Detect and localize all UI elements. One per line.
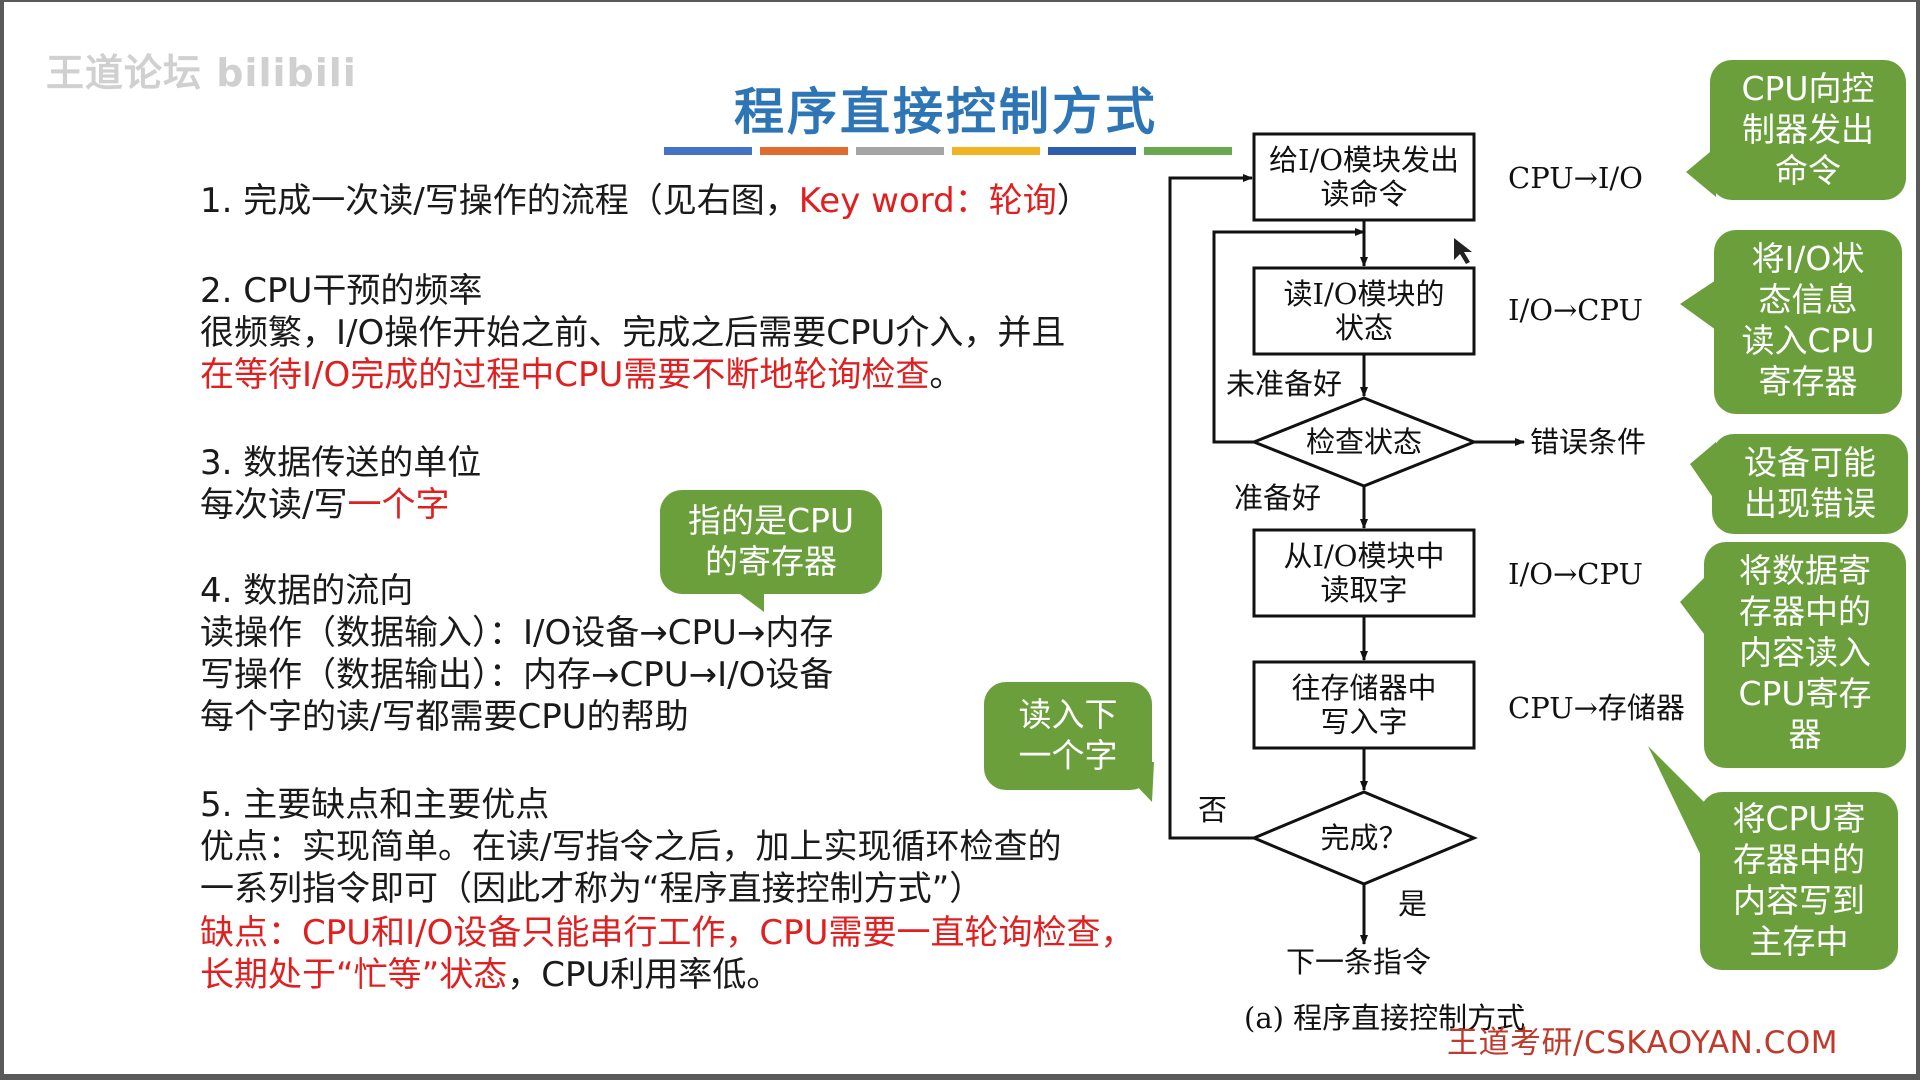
bubble-b2-line-4: 寄存器 <box>1758 362 1858 401</box>
point-5-dis-text-2: 长期处于“忙等”状态 <box>200 955 508 995</box>
point-1-close: ） <box>1056 181 1091 221</box>
point-5-disadvantage-2: 长期处于“忙等”状态，CPU利用率低。 <box>200 954 780 996</box>
point-5-advantage-1: 优点：实现简单。在读/写指令之后，加上实现循环检查的 <box>200 827 1062 867</box>
flowchart: 给I/O模块发出 读命令 读I/O模块的 状态 检查状态 从I/O模块中 读取字… <box>1168 132 1685 1035</box>
bubble-b4-line-5: 器 <box>1788 715 1822 754</box>
bubble-b2-line-3: 读入CPU <box>1741 321 1875 360</box>
point-3-heading: 3. 数据传送的单位 <box>200 443 482 483</box>
tail-b1 <box>1686 147 1716 197</box>
tail-b3 <box>1690 442 1716 502</box>
bubble-read-next-line-2: 一个字 <box>1018 736 1118 775</box>
bubble-cpu-register: 指的是CPU 的寄存器 <box>660 490 882 594</box>
bubble-b5-line-4: 主存中 <box>1749 922 1849 961</box>
flow-box-4-line-1: 往存储器中 <box>1291 671 1436 705</box>
color-bar-segment <box>952 147 1040 155</box>
footer-site: 王道考研/CSKAOYAN.COM <box>1447 1025 1838 1061</box>
tail-b4 <box>1680 572 1710 642</box>
point-5-disadvantage-1: 缺点：CPU和I/O设备只能串行工作，CPU需要一直轮询检查， <box>200 912 1135 954</box>
bubble-b1-line-1: CPU向控 <box>1741 69 1875 108</box>
watermark: 王道论坛 bilibili <box>46 51 357 95</box>
flow-box-read-word <box>1252 528 1476 618</box>
label-ready: 准备好 <box>1234 481 1321 515</box>
bubble-b1-line-2: 制器发出 <box>1742 110 1874 149</box>
slide: 王道论坛 bilibili 程序直接控制方式 1. 完成一次读/写操作的流程（见… <box>4 2 1916 1074</box>
flow-box-2-line-2: 状态 <box>1335 311 1393 345</box>
bubble-b4-line-2: 存器中的 <box>1739 592 1871 631</box>
point-3-line: 每次读/写一个字 <box>200 484 449 526</box>
bubble-b2-line-2: 态信息 <box>1758 280 1858 319</box>
label-no: 否 <box>1198 793 1227 827</box>
bubble-b5-line-1: 将CPU寄 <box>1732 799 1866 838</box>
flow-box-3-line-1: 从I/O模块中 <box>1283 539 1444 573</box>
bubble-read-next-word: 读入下 一个字 <box>984 682 1152 790</box>
bubble-write-memory: 将CPU寄 存器中的 内容写到 主存中 <box>1700 792 1898 970</box>
bubble-b4-line-4: CPU寄存 <box>1738 674 1872 713</box>
bubble-b1-line-3: 命令 <box>1775 151 1841 190</box>
bubble-data-register: 将数据寄 存器中的 内容读入 CPU寄存 器 <box>1704 542 1906 768</box>
side-label-4: CPU→存储器 <box>1508 691 1685 725</box>
label-yes: 是 <box>1398 887 1427 921</box>
bubble-cpu-register-line-1: 指的是CPU <box>687 501 855 540</box>
point-4-read: 读操作（数据输入）：I/O设备→CPU→内存 <box>200 613 834 653</box>
point-1: 1. 完成一次读/写操作的流程（见右图，Key word：轮询） <box>200 180 1091 222</box>
label-error-condition: 错误条件 <box>1530 425 1646 459</box>
mouse-cursor-icon <box>1454 238 1472 264</box>
point-1-keyword: Key word：轮询 <box>798 181 1057 221</box>
point-2-line-2: 在等待I/O完成的过程中CPU需要不断地轮询检查。 <box>200 354 963 396</box>
point-4-write: 写操作（数据输出）：内存→CPU→I/O设备 <box>200 655 834 695</box>
label-not-ready: 未准备好 <box>1226 367 1342 401</box>
point-5-dis-end: ，CPU利用率低。 <box>507 955 781 995</box>
tail-b2 <box>1680 280 1716 330</box>
color-bar-segment <box>664 147 752 155</box>
point-5-advantage-2: 一系列指令即可（因此才称为“程序直接控制方式”） <box>200 869 984 909</box>
bubble-b5-line-3: 内容写到 <box>1733 881 1865 920</box>
color-bar-segment <box>1048 147 1136 155</box>
color-bar-segment <box>760 147 848 155</box>
side-label-1: CPU→I/O <box>1508 161 1643 195</box>
bubble-b5-line-2: 存器中的 <box>1733 840 1865 879</box>
flow-box-1-line-1: 给I/O模块发出 <box>1269 143 1459 177</box>
bubble-device-error: 设备可能 出现错误 <box>1712 434 1908 534</box>
point-5-dis-label: 缺点： <box>200 913 302 953</box>
flow-box-3-line-2: 读取字 <box>1320 573 1407 607</box>
point-3-highlight: 一个字 <box>347 485 450 525</box>
point-2-heading: 2. CPU干预的频率 <box>200 271 483 311</box>
label-next-instruction: 下一条指令 <box>1286 945 1431 979</box>
flow-diamond-2-label: 完成？ <box>1320 821 1407 855</box>
bubble-cpu-register-line-2: 的寄存器 <box>705 542 837 581</box>
arrow-not-ready-loop <box>1212 228 1365 444</box>
point-4-heading: 4. 数据的流向 <box>200 571 414 611</box>
slide-title: 程序直接控制方式 <box>734 83 1158 141</box>
side-label-3: I/O→CPU <box>1508 557 1643 591</box>
flow-box-4-line-2: 写入字 <box>1320 705 1407 739</box>
flow-caption: (a) 程序直接控制方式 <box>1244 1001 1525 1035</box>
color-bar-segment <box>1144 147 1232 155</box>
flow-box-send-command <box>1252 132 1476 222</box>
tail-b5 <box>1648 746 1704 862</box>
point-4-note: 每个字的读/写都需要CPU的帮助 <box>200 697 689 737</box>
point-5-dis-text-1: CPU和I/O设备只能串行工作，CPU需要一直轮询检查， <box>302 913 1135 953</box>
point-3-text: 每次读/写 <box>200 485 348 525</box>
bubble-b3-line-1: 设备可能 <box>1744 443 1876 482</box>
flow-diamond-1-label: 检查状态 <box>1306 425 1422 459</box>
bubble-b2-line-1: 将I/O状 <box>1751 239 1865 278</box>
point-2-period: 。 <box>929 355 964 395</box>
point-1-text: 1. 完成一次读/写操作的流程（见右图， <box>200 181 799 221</box>
point-2-line-1: 很频繁，I/O操作开始之前、完成之后需要CPU介入，并且 <box>200 313 1066 353</box>
flow-box-1-line-2: 读命令 <box>1320 177 1407 211</box>
color-bar-segment <box>856 147 944 155</box>
bubble-b4-line-3: 内容读入 <box>1739 633 1871 672</box>
arrow-no-loop <box>1168 174 1254 840</box>
bubble-b4-line-1: 将数据寄 <box>1739 551 1871 590</box>
point-2-highlight: 在等待I/O完成的过程中CPU需要不断地轮询检查 <box>200 355 930 395</box>
bubble-b3-line-2: 出现错误 <box>1744 484 1876 523</box>
bubble-status-read: 将I/O状 态信息 读入CPU 寄存器 <box>1714 230 1902 414</box>
point-5-heading: 5. 主要缺点和主要优点 <box>200 785 550 825</box>
flow-box-2-line-1: 读I/O模块的 <box>1283 277 1444 311</box>
bubble-read-next-line-1: 读入下 <box>1018 695 1118 734</box>
bubble-cpu-command: CPU向控 制器发出 命令 <box>1710 60 1906 200</box>
side-label-2: I/O→CPU <box>1508 293 1643 327</box>
